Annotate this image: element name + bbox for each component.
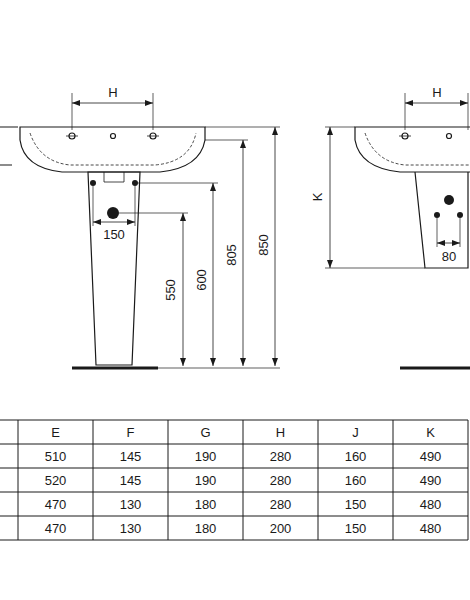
table-cell: 480 — [418, 521, 444, 536]
table-cell: 160 — [343, 473, 369, 488]
dimension-label: H — [106, 85, 119, 100]
table-header: K — [424, 425, 437, 440]
dimension-label: H — [430, 85, 443, 100]
table-header: F — [125, 425, 137, 440]
table-cell: 470 — [43, 521, 69, 536]
dimension-label: 805 — [224, 242, 239, 268]
table-cell: 190 — [193, 473, 219, 488]
table-cell: 180 — [193, 521, 219, 536]
table-cell: 150 — [343, 497, 369, 512]
table-cell: 280 — [268, 497, 294, 512]
table-header: E — [49, 425, 62, 440]
table-cell: 280 — [268, 473, 294, 488]
dimension-label: 80 — [440, 249, 458, 264]
table-cell: 145 — [118, 449, 144, 464]
table-cell: 190 — [193, 449, 219, 464]
table-cell: 145 — [118, 473, 144, 488]
table-cell: 130 — [118, 521, 144, 536]
table-cell: 480 — [418, 497, 444, 512]
table-cell: 200 — [268, 521, 294, 536]
table-cell: 520 — [43, 473, 69, 488]
dimension-label: 850 — [256, 232, 271, 258]
table-header: G — [198, 425, 212, 440]
dimension-label: 600 — [194, 267, 209, 293]
table-cell: 150 — [343, 521, 369, 536]
dimension-label: 150 — [101, 227, 127, 242]
table-header: J — [350, 425, 361, 440]
table-cell: 130 — [118, 497, 144, 512]
table-cell: 180 — [193, 497, 219, 512]
table-cell: 510 — [43, 449, 69, 464]
table-cell: 280 — [268, 449, 294, 464]
table-cell: 490 — [418, 449, 444, 464]
table-cell: 160 — [343, 449, 369, 464]
table-cell: 470 — [43, 497, 69, 512]
table-cell: 490 — [418, 473, 444, 488]
dimension-label: K — [310, 191, 325, 204]
table-header: H — [274, 425, 287, 440]
dimension-label: 550 — [163, 277, 178, 303]
